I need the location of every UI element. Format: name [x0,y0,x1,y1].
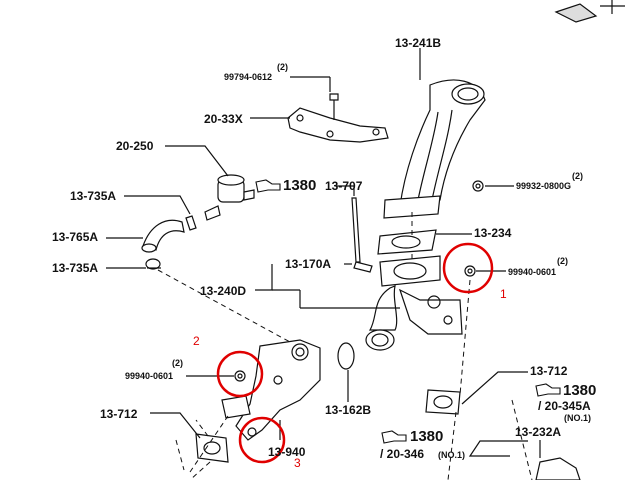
corner-fragment [554,3,598,23]
bolt-99794 [329,93,339,120]
ref-1380-b: 1380 [563,382,597,399]
label-13-765a: 13-765A [52,230,99,244]
label-99940-0601-right: 99940-0601 [508,267,557,277]
label-13-712-left: 13-712 [100,407,138,421]
marker-number-1: 1 [500,287,507,301]
marker-number-3: 3 [294,456,301,470]
hose-13-765a [141,215,197,253]
gasket-13-712-left [195,433,229,463]
qty-99794: (2) [277,62,288,72]
label-13-735a-top: 13-735A [70,189,117,203]
label-13-707: 13-707 [325,179,363,193]
label-13-234: 13-234 [474,226,512,240]
label-99940-0601-left: 99940-0601 [125,371,174,381]
qty-99932: (2) [572,171,583,181]
oring-13-162b [337,342,355,370]
part-13-232a [535,457,581,480]
qty-99940-right: (2) [557,256,568,266]
label-20-345a-no: (NO.1) [564,413,591,423]
label-20-345a: / 20-345A [538,399,591,413]
manifold-13-240d [365,255,463,351]
label-20-33x: 20-33X [204,112,243,126]
bracket-20-33x [287,107,389,143]
ref-1380-c: 1380 [410,428,444,445]
marker-circle-1 [442,242,494,294]
marker-number-2: 2 [193,334,200,348]
label-20-250: 20-250 [116,139,154,153]
rod-13-170a [351,197,373,273]
label-13-712-right: 13-712 [530,364,568,378]
manifold-13-940 [221,339,321,441]
clamp-13-735a [145,258,161,270]
label-13-735a-bottom: 13-735A [52,261,99,275]
valve-20-250 [204,174,255,221]
label-13-170a: 13-170A [285,257,332,271]
label-13-240d: 13-240D [200,284,247,298]
label-20-346-no: (NO.1) [438,450,465,460]
intake-pipe-13-241b [383,79,486,219]
label-13-162b: 13-162B [325,403,372,417]
nut-99940-right [464,265,476,277]
label-20-346: / 20-346 [380,447,425,461]
nut-99940-left [234,370,246,382]
pointer-icon [381,430,407,444]
marker-circle-2 [216,350,264,398]
ref-1380-a: 1380 [283,177,317,194]
label-13-940: 13-940 [268,445,306,459]
marker-circle-3 [238,416,286,464]
gasket-13-712-right [425,389,461,415]
label-99932-0800g: 99932-0800G [516,181,572,191]
nut-99932 [472,180,484,192]
pointer-icon [535,383,561,397]
gasket-13-234 [377,229,437,255]
label-13-241b: 13-241B [395,36,442,50]
pointer-icon [255,179,281,193]
label-99794-0612: 99794-0612 [224,72,273,82]
label-13-232a: 13-232A [515,425,562,439]
qty-99940-left: (2) [172,358,183,368]
